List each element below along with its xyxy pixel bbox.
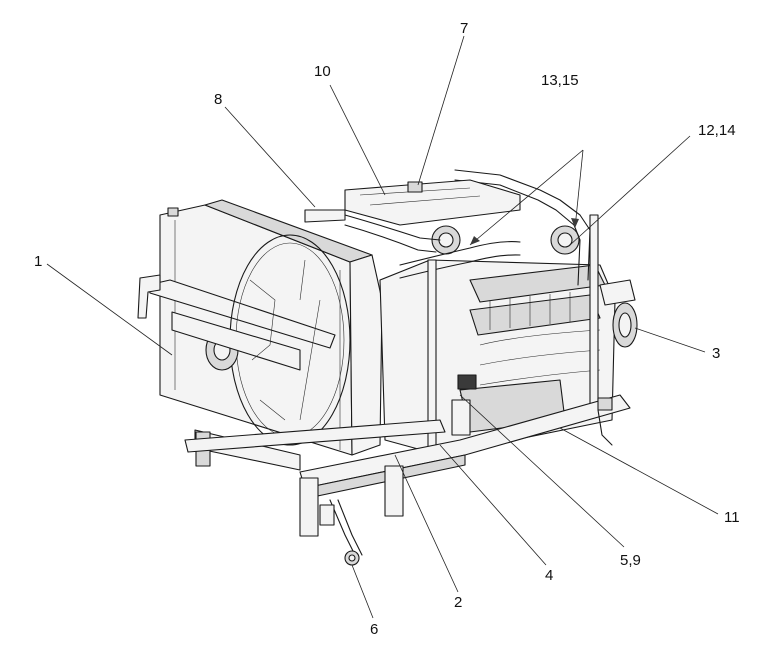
callout-labels: 1 2 3 4 5,9 6 7 8 10 11 12,14 13,15 bbox=[34, 20, 740, 638]
leader-5 bbox=[459, 394, 625, 548]
radiator-assembly bbox=[137, 199, 383, 471]
leader-4 bbox=[439, 444, 547, 566]
callout-3: 3 bbox=[712, 345, 720, 362]
callout-12-14: 12,14 bbox=[698, 122, 736, 139]
leader-11 bbox=[559, 427, 719, 515]
callout-2: 2 bbox=[454, 594, 462, 611]
leader-13a bbox=[469, 149, 584, 246]
leader-7 bbox=[417, 35, 465, 186]
callout-8: 8 bbox=[214, 91, 222, 108]
leader-6 bbox=[351, 564, 374, 619]
leader-10 bbox=[329, 84, 386, 196]
pedal-linkage bbox=[319, 499, 363, 566]
leader-3 bbox=[634, 327, 706, 353]
callout-7: 7 bbox=[460, 20, 468, 37]
callout-1: 1 bbox=[34, 253, 42, 270]
leader-2 bbox=[394, 454, 459, 593]
callout-6: 6 bbox=[370, 621, 378, 638]
leader-8 bbox=[224, 106, 316, 208]
leader-lines bbox=[46, 35, 719, 619]
callout-13-15: 13,15 bbox=[541, 72, 579, 89]
subframe bbox=[184, 394, 631, 537]
callout-11: 11 bbox=[724, 509, 740, 526]
callout-10: 10 bbox=[314, 63, 331, 80]
callout-5-9: 5,9 bbox=[620, 552, 641, 569]
callout-4: 4 bbox=[545, 567, 553, 584]
leader-12 bbox=[569, 135, 691, 246]
leader-1 bbox=[46, 263, 173, 356]
leader-13b bbox=[574, 149, 584, 229]
